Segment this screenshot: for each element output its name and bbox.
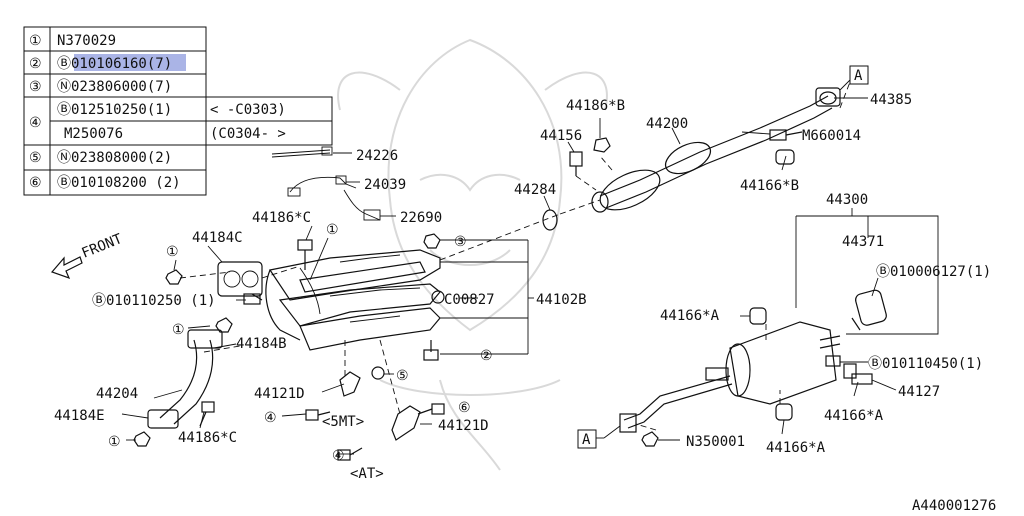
label-44186B[interactable]: 44186*B [566,98,625,114]
label-N350001[interactable]: N350001 [686,434,745,450]
ref-1-top: ① [326,222,339,238]
leader-lines [121,97,897,455]
connection-marker-a-bottom: A [577,429,604,449]
label-44184B[interactable]: 44184B [236,336,287,352]
label-44102B[interactable]: 44102B [536,292,587,308]
label-22690[interactable]: 22690 [400,210,442,226]
label-44127[interactable]: 44127 [898,384,940,400]
label-010110450[interactable]: Ⓑ010110450(1) [868,356,983,372]
exhaust-manifold [165,233,445,361]
mounting-brackets [305,366,445,461]
ref-5: ⑤ [396,368,409,384]
legend-text-6: Ⓑ010108200 (2) [57,175,181,191]
legend-num-3: ③ [29,79,42,95]
legend-num-5: ⑤ [29,150,42,166]
front-label: FRONT [80,231,126,262]
label-44166A-top[interactable]: 44166*A [660,308,720,324]
ref-1-mid: ① [172,322,185,338]
label-010006127[interactable]: Ⓑ010006127(1) [876,264,991,280]
label-44300[interactable]: 44300 [826,192,868,208]
legend-num-6: ⑥ [29,175,42,191]
svg-text:A: A [582,432,591,448]
part-labels: 44186*B 44156 44200 44385 M660014 44166*… [54,92,996,514]
label-24226[interactable]: 24226 [356,148,398,164]
legend-table: ① N370029 ② Ⓑ010106160(7) ③ Ⓝ023806000(7… [23,26,333,196]
legend-num-2: ② [29,56,42,72]
label-44200[interactable]: 44200 [646,116,688,132]
ref-3: ③ [454,234,467,250]
ref-6: ⑥ [458,400,471,416]
label-AT: <AT> [350,466,384,482]
svg-text:A: A [854,68,863,84]
legend-text-4a: Ⓑ012510250(1) [57,102,172,118]
label-24039[interactable]: 24039 [364,177,406,193]
label-44186C-bot[interactable]: 44186*C [178,430,237,446]
label-44204[interactable]: 44204 [96,386,138,402]
legend-text-4b: M250076 [64,126,123,142]
legend-num-4: ④ [29,115,42,131]
label-C00827[interactable]: C00827 [444,292,495,308]
legend-range-4b: (C0304- > [210,126,286,142]
watermark-emblem [337,38,608,471]
oxygen-sensor-harness [271,146,396,221]
legend-text-5: Ⓝ023808000(2) [57,150,172,166]
label-010110250[interactable]: Ⓑ010110250 (1) [92,293,216,309]
label-44156[interactable]: 44156 [540,128,582,144]
label-44121D-b[interactable]: 44121D [438,418,489,434]
legend-text-1: N370029 [57,33,116,49]
center-pipe-catalyst [542,87,841,231]
catalog-number: A440001276 [912,498,996,512]
front-pipe [133,317,233,447]
highlight-selection [74,54,186,71]
connection-marker-a-top: A [839,65,869,91]
rear-muffler [619,289,887,447]
label-44166A-mid[interactable]: 44166*A [824,408,884,424]
label-M660014[interactable]: M660014 [802,128,861,144]
label-44121D-a[interactable]: 44121D [254,386,305,402]
ref-2: ② [480,348,493,364]
label-44184C[interactable]: 44184C [192,230,243,246]
ref-4-bot: ④ [332,448,345,464]
label-5MT: <5MT> [322,414,364,430]
legend-range-4a: < -C0303) [210,102,286,118]
label-44385[interactable]: 44385 [870,92,912,108]
legend-text-3: Ⓝ023806000(7) [57,79,172,95]
front-arrow: FRONT [50,231,126,280]
ref-4-top: ④ [264,410,277,426]
label-44371[interactable]: 44371 [842,234,884,250]
label-44186C-top[interactable]: 44186*C [252,210,311,226]
ref-1-left: ① [166,244,179,260]
grouping-brackets [440,208,939,355]
assembly-guides [179,81,851,431]
legend-text-2[interactable]: Ⓑ010106160(7) [57,56,172,72]
ref-1-bot: ① [108,434,121,450]
label-44166A-bot[interactable]: 44166*A [766,440,826,456]
legend-num-1: ① [29,33,42,49]
label-44184E[interactable]: 44184E [54,408,105,424]
label-44166B[interactable]: 44166*B [740,178,799,194]
label-44284[interactable]: 44284 [514,182,556,198]
